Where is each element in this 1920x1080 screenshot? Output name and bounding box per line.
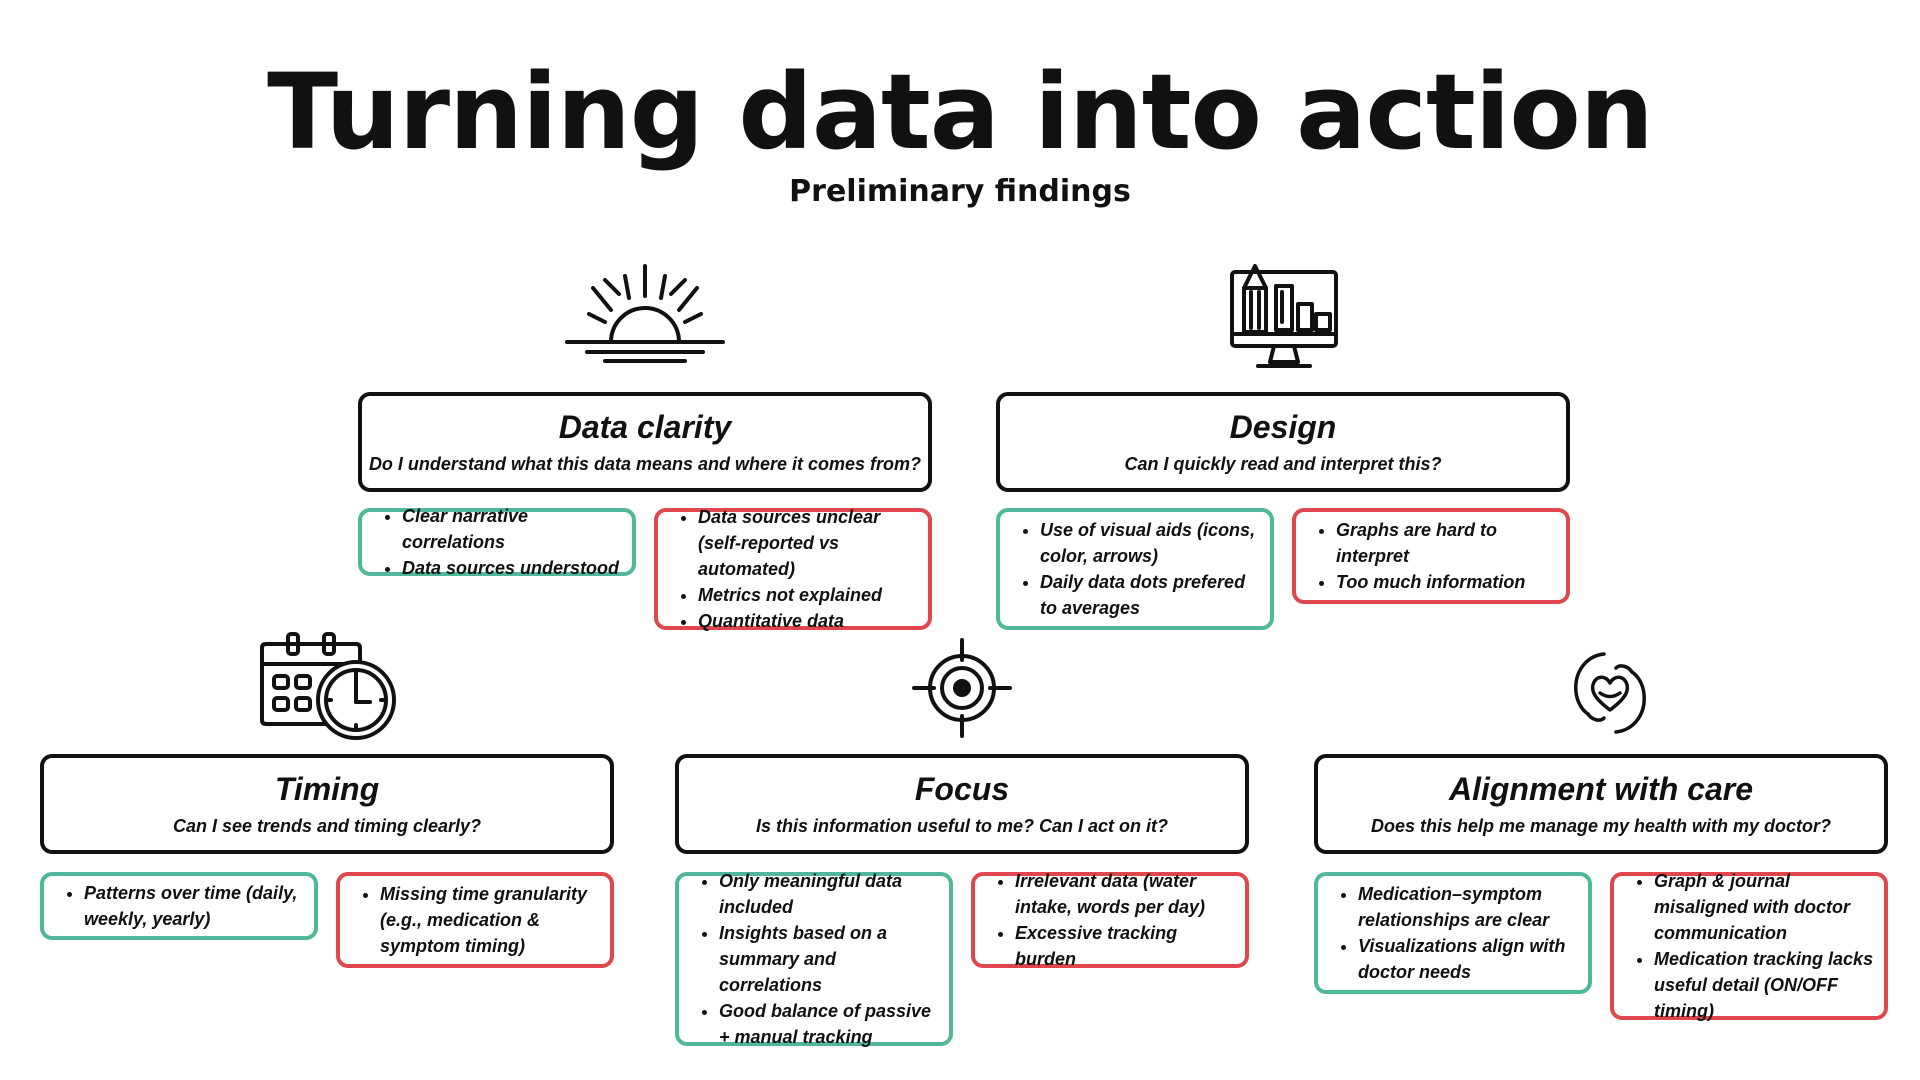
list-item: Metrics not explained [698, 582, 918, 608]
timing-title: Timing [274, 771, 380, 807]
data-clarity-positive-box: Clear narrative correlations Data source… [358, 506, 636, 578]
alignment-title: Alignment with care [1448, 771, 1754, 807]
list-item: Only meaningful data included [719, 868, 939, 920]
timing-question: Can I see trends and timing clearly? [172, 816, 482, 836]
list-item: Data sources unclear (self-reported vs a… [698, 504, 918, 582]
data-clarity-negative-box: Data sources unclear (self-reported vs a… [654, 507, 932, 631]
list-item: Irrelevant data (water intake, words per… [1015, 868, 1235, 920]
focus-positive-list: Only meaningful data included Insights b… [689, 868, 939, 1050]
list-item: Excessive tracking burden [1015, 920, 1235, 972]
focus-positive-box: Only meaningful data included Insights b… [675, 871, 953, 1047]
data-clarity-title: Data clarity [558, 409, 732, 445]
timing-negative-box: Missing time granularity (e.g., medicati… [336, 872, 614, 968]
timing-positive-list: Patterns over time (daily, weekly, yearl… [54, 880, 304, 932]
design-positive-list: Use of visual aids (icons, color, arrows… [1010, 517, 1260, 621]
design-question: Can I quickly read and interpret this? [1124, 454, 1442, 474]
list-item: Graphs are hard to interpret [1336, 517, 1556, 569]
alignment-negative-box: Graph & journal misaligned with doctor c… [1610, 871, 1888, 1021]
list-item: Medication tracking lacks useful detail … [1654, 946, 1874, 1024]
list-item: Use of visual aids (icons, color, arrows… [1040, 517, 1260, 569]
design-header: Design Can I quickly read and interpret … [996, 392, 1570, 492]
focus-negative-list: Irrelevant data (water intake, words per… [985, 868, 1235, 972]
design-title: Design [1229, 409, 1337, 445]
sunrise-icon [565, 262, 725, 363]
data-clarity-negative-list: Data sources unclear (self-reported vs a… [668, 504, 918, 634]
focus-header: Focus Is this information useful to me? … [675, 754, 1249, 854]
list-item: Insights based on a summary and correlat… [719, 920, 939, 998]
list-item: Daily data dots prefered to averages [1040, 569, 1260, 621]
timing-header: Timing Can I see trends and timing clear… [40, 754, 614, 854]
page-subtitle: Preliminary findings [789, 174, 1131, 209]
list-item: Quantitative data [698, 608, 918, 634]
alignment-positive-box: Medication–symptom relationships are cle… [1314, 872, 1592, 994]
list-item: Medication–symptom relationships are cle… [1358, 881, 1578, 933]
alignment-positive-list: Medication–symptom relationships are cle… [1328, 881, 1578, 985]
heart-hands-icon [1568, 648, 1652, 738]
design-negative-list: Graphs are hard to interpret Too much in… [1306, 517, 1556, 595]
design-positive-box: Use of visual aids (icons, color, arrows… [996, 508, 1274, 630]
timing-positive-box: Patterns over time (daily, weekly, yearl… [40, 872, 318, 940]
list-item: Patterns over time (daily, weekly, yearl… [84, 880, 304, 932]
design-monitor-icon [1228, 262, 1340, 374]
list-item: Graph & journal misaligned with doctor c… [1654, 868, 1874, 946]
list-item: Too much information [1336, 569, 1556, 595]
data-clarity-question: Do I understand what this data means and… [368, 454, 922, 474]
target-icon [912, 638, 1012, 738]
focus-negative-box: Irrelevant data (water intake, words per… [971, 871, 1249, 969]
timing-negative-list: Missing time granularity (e.g., medicati… [350, 881, 600, 959]
list-item: Data sources understood [402, 555, 622, 581]
focus-title: Focus [914, 771, 1010, 807]
alignment-header: Alignment with care Does this help me ma… [1314, 754, 1888, 854]
page-title: Turning data into action [267, 51, 1654, 173]
alignment-question: Does this help me manage my health with … [1370, 816, 1832, 836]
calendar-clock-icon [258, 630, 400, 740]
list-item: Missing time granularity (e.g., medicati… [380, 881, 600, 959]
list-item: Clear narrative correlations [402, 503, 622, 555]
list-item: Good balance of passive + manual trackin… [719, 998, 939, 1050]
data-clarity-positive-list: Clear narrative correlations Data source… [372, 503, 622, 581]
focus-question: Is this information useful to me? Can I … [755, 816, 1169, 836]
data-clarity-header: Data clarity Do I understand what this d… [358, 392, 932, 492]
list-item: Visualizations align with doctor needs [1358, 933, 1578, 985]
alignment-negative-list: Graph & journal misaligned with doctor c… [1624, 868, 1874, 1024]
design-negative-box: Graphs are hard to interpret Too much in… [1292, 508, 1570, 604]
